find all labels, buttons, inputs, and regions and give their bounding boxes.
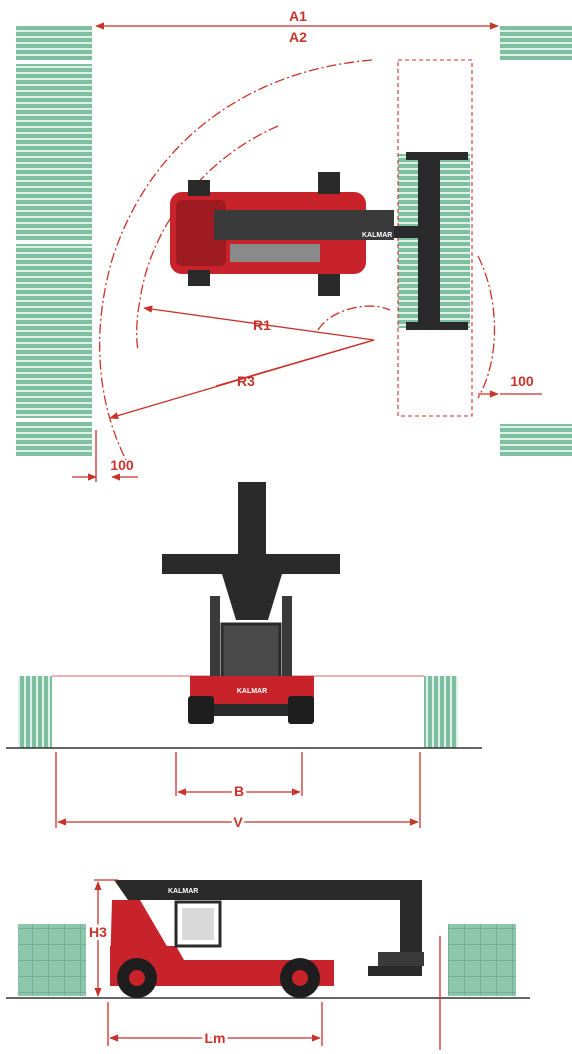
logo-front: KALMAR <box>237 688 267 695</box>
reach-stacker-top: KALMAR <box>170 152 468 330</box>
logo-top: KALMAR <box>362 232 392 239</box>
logo-side: KALMAR <box>168 888 198 895</box>
container-right-bottom <box>500 424 572 456</box>
container-left-top <box>16 26 92 60</box>
label-h3: H3 <box>89 924 107 940</box>
container-left-1 <box>16 64 92 240</box>
reach-stacker-side: KALMAR <box>110 880 424 998</box>
label-clearance-left: 100 <box>110 457 134 473</box>
container-side-right <box>448 924 516 996</box>
radius-line-r1 <box>143 305 375 341</box>
label-r3: R3 <box>237 373 255 389</box>
front-view: KALMAR B V <box>6 482 482 833</box>
top-view: A1 A2 R1 R3 100 100 <box>16 8 572 482</box>
radius-line-r3 <box>109 339 375 420</box>
label-lm: Lm <box>205 1030 226 1046</box>
turning-radius-r1-arc <box>136 125 279 351</box>
label-clearance-right: 100 <box>510 373 534 389</box>
label-a2: A2 <box>289 29 307 45</box>
container-front-right <box>424 676 458 748</box>
turning-radius-r3-arc <box>98 59 373 461</box>
container-left-2 <box>16 244 92 418</box>
container-left-bottom <box>16 422 92 456</box>
container-side-left <box>18 924 86 996</box>
side-view: KALMAR H3 Lm <box>6 879 530 1050</box>
label-r1: R1 <box>253 317 271 333</box>
container-swing-arc <box>477 255 496 399</box>
label-b: B <box>234 783 244 799</box>
container-front-left <box>18 676 52 748</box>
reach-stacker-front: KALMAR <box>162 482 340 724</box>
label-v: V <box>233 814 243 830</box>
inner-turning-arc <box>317 305 391 331</box>
container-right-top <box>500 26 572 60</box>
label-a1: A1 <box>289 8 307 24</box>
